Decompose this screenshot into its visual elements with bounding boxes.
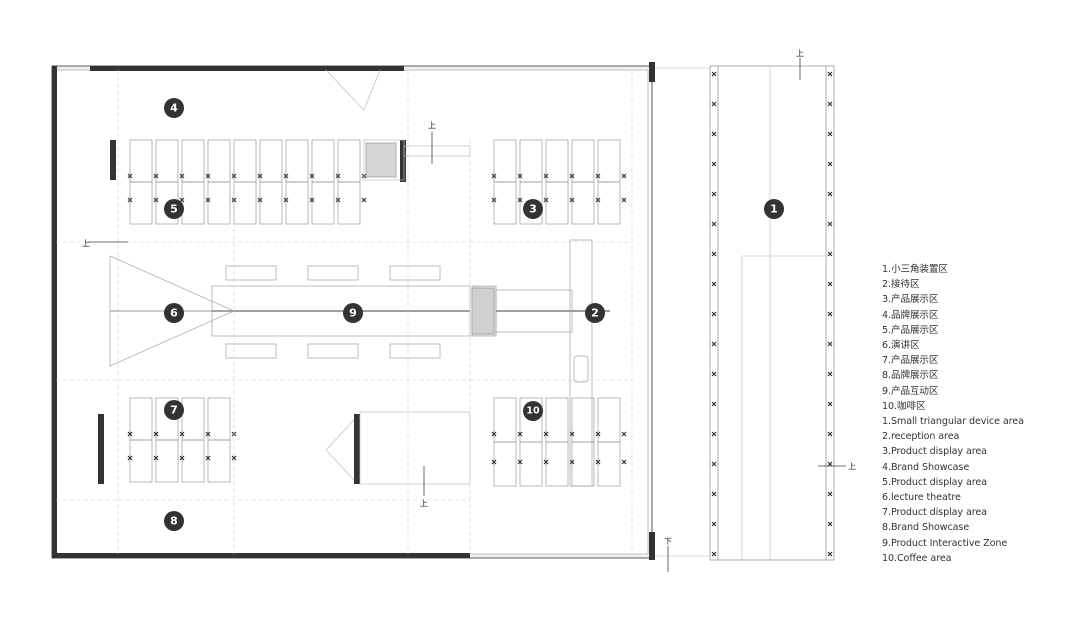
svg-text:4: 4: [170, 102, 178, 115]
legend-item: 8.品牌展示区: [882, 370, 939, 382]
legend-item: 1.Small triangular device area: [882, 416, 1024, 428]
marker-1: 1: [764, 199, 784, 219]
legend-item: 5.产品展示区: [882, 324, 939, 336]
display-grid-5: [127, 139, 367, 225]
guide-lines: [56, 70, 633, 554]
direction-labels: 上 上 上 上 上 下: [82, 49, 856, 546]
down-mark: 下: [664, 537, 672, 546]
reception-counter: [569, 239, 593, 487]
corridor-area-1: [709, 65, 835, 561]
up-mark: 上: [82, 239, 90, 248]
legend-item: 6.演讲区: [882, 340, 920, 352]
marker-3: 3: [523, 199, 543, 219]
wall-hatch: [52, 67, 710, 557]
display-grid-10: [491, 397, 627, 487]
up-mark: 上: [428, 121, 436, 130]
svg-text:10: 10: [526, 406, 540, 417]
area-markers: 1 2 3 4 5 6 7 8 9 10: [164, 98, 784, 531]
up-mark: 上: [796, 49, 804, 58]
display-grid-3: [491, 139, 627, 225]
legend-item: 10.咖啡区: [882, 400, 926, 412]
legend-item: 4.Brand Showcase: [882, 461, 970, 473]
marker-8: 8: [164, 511, 184, 531]
legend-item: 9.产品互动区: [882, 385, 939, 397]
direction-arrows: [88, 58, 846, 572]
up-mark: 上: [848, 462, 856, 471]
planter-texture: [365, 142, 495, 335]
stair-openings: [325, 69, 471, 485]
svg-text:9: 9: [349, 307, 357, 320]
solid-walls: [52, 62, 655, 560]
svg-text:7: 7: [170, 404, 178, 417]
legend-item: 2.接待区: [882, 279, 920, 291]
legend-item: 9.Product Interactive Zone: [882, 537, 1008, 549]
legend-item: 10.Coffee area: [882, 552, 952, 564]
svg-text:3: 3: [529, 203, 537, 216]
marker-7: 7: [164, 400, 184, 420]
legend-item: 7.产品展示区: [882, 355, 939, 367]
up-mark: 上: [420, 499, 428, 508]
legend-item: 3.产品展示区: [882, 294, 939, 306]
svg-text:5: 5: [170, 203, 178, 216]
svg-text:6: 6: [170, 307, 178, 320]
legend-item: 1.小三角装置区: [882, 264, 948, 275]
legend-item: 3.Product display area: [882, 446, 987, 458]
svg-text:1: 1: [770, 203, 778, 216]
corridor-ticks: [711, 71, 833, 557]
legend-item: 5.Product display area: [882, 476, 987, 488]
marker-2: 2: [585, 303, 605, 323]
svg-text:8: 8: [170, 515, 178, 528]
marker-6: 6: [164, 303, 184, 323]
marker-9: 9: [343, 303, 363, 323]
legend-item: 7.Product display area: [882, 507, 987, 519]
legend-item: 8.Brand Showcase: [882, 522, 970, 534]
marker-10: 10: [523, 401, 543, 421]
marker-4: 4: [164, 98, 184, 118]
interactive-zone-9: [211, 265, 610, 359]
legend-item: 4.品牌展示区: [882, 309, 939, 321]
legend-item: 6.lecture theatre: [882, 492, 961, 504]
svg-text:2: 2: [591, 307, 599, 320]
legend: 1.小三角装置区 2.接待区 3.产品展示区 4.品牌展示区 5.产品展示区 6.演讲区 7…: [882, 262, 1072, 566]
legend-item: 2.reception area: [882, 431, 960, 443]
marker-5: 5: [164, 199, 184, 219]
